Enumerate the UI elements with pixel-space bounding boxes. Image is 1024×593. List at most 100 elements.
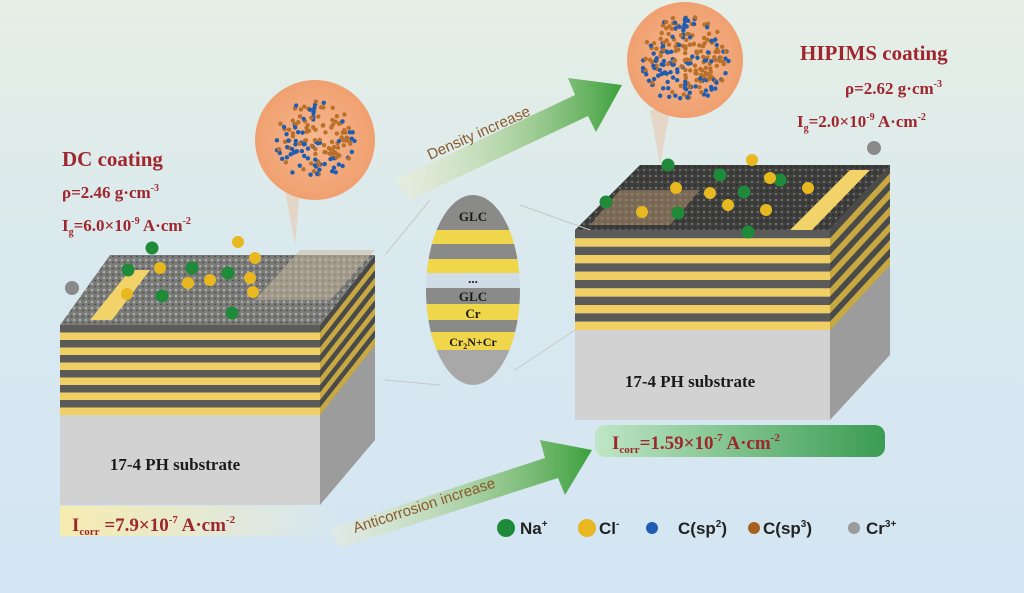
na-ion <box>225 306 239 320</box>
carbon-atom <box>685 95 690 100</box>
carbon-atom <box>684 37 689 43</box>
cl-ion <box>802 182 814 194</box>
carbon-atom <box>309 115 314 120</box>
carbon-atom <box>336 162 342 167</box>
na-ion <box>221 266 235 280</box>
cl-ion <box>722 199 734 211</box>
dc-density: ρ=2.46 g·cm-3 <box>62 183 159 202</box>
ions <box>65 141 881 320</box>
carbon-atom <box>296 120 301 125</box>
carbon-atom <box>705 21 711 26</box>
carbon-atom <box>283 160 289 165</box>
carbon-atom <box>672 20 678 25</box>
carbon-atom <box>313 157 318 162</box>
dc-layer <box>60 355 320 363</box>
carbon-atom <box>666 31 671 37</box>
carbon-atom <box>670 15 676 21</box>
carbon-atom <box>320 122 326 128</box>
carbon-atom <box>698 76 703 81</box>
hipims-layer <box>575 271 830 280</box>
carbon-atom <box>698 49 704 54</box>
cl-ion <box>121 288 133 300</box>
carbon-atom <box>342 112 347 117</box>
na-ion <box>121 263 135 277</box>
carbon-atom <box>694 51 700 56</box>
carbon-atom <box>309 143 314 149</box>
carbon-atom <box>693 68 698 73</box>
carbon-atom <box>331 165 337 170</box>
carbon-atom <box>640 65 646 71</box>
carbon-atom <box>683 15 688 21</box>
hipims-structure-bubble <box>627 2 743 165</box>
carbon-atom <box>290 170 295 175</box>
carbon-atom <box>669 49 674 55</box>
carbon-atom <box>709 38 714 44</box>
carbon-atom <box>723 49 728 54</box>
hipims-layer <box>575 288 830 297</box>
cl-ion <box>760 204 772 216</box>
carbon-atom <box>329 139 335 145</box>
carbon-atom <box>334 113 340 119</box>
cr-ion <box>65 281 79 295</box>
carbon-atom <box>658 36 663 41</box>
carbon-atom <box>302 104 307 109</box>
dc-icorr-glow <box>60 506 340 536</box>
carbon-atom <box>297 141 302 146</box>
dc-layer <box>60 392 320 400</box>
carbon-atom <box>330 105 335 111</box>
na-ion <box>155 289 169 303</box>
carbon-atom <box>670 89 675 95</box>
carbon-atom <box>304 129 309 134</box>
dc-layer <box>60 385 320 393</box>
carbon-atom <box>651 76 657 82</box>
carbon-atom <box>330 122 336 127</box>
carbon-atom <box>313 99 319 104</box>
carbon-atom <box>650 80 655 85</box>
carbon-atom <box>665 79 670 85</box>
carbon-atom <box>328 156 333 162</box>
carbon-atom <box>308 161 314 166</box>
carbon-atom <box>702 41 707 46</box>
carbon-atom <box>714 46 720 52</box>
carbon-atom <box>703 58 709 63</box>
carbon-atom <box>341 143 347 148</box>
carbon-atom <box>719 78 725 83</box>
carbon-atom <box>673 93 678 98</box>
carbon-atom <box>705 37 710 43</box>
carbon-atom <box>349 149 355 155</box>
dc-structure-bubble <box>255 80 375 245</box>
hipims-density: ρ=2.62 g·cm-3 <box>845 79 942 98</box>
carbon-atom <box>658 53 663 58</box>
hipims-icorr: Icorr=1.59×10-7 A·cm-2 <box>612 432 780 456</box>
carbon-atom <box>675 69 680 75</box>
carbon-atom <box>686 61 691 66</box>
carbon-atom <box>647 57 653 62</box>
cl-ion <box>249 252 261 264</box>
carbon-atom <box>669 26 674 31</box>
hipims-layer <box>575 296 830 305</box>
carbon-atom <box>721 61 727 66</box>
carbon-atom <box>659 62 664 67</box>
carbon-atom <box>284 155 290 160</box>
dc-ig: Ig=6.0×10-9 A·cm-2 <box>62 216 191 238</box>
carbon-atom <box>305 123 310 128</box>
carbon-atom <box>667 94 672 100</box>
carbon-atom <box>336 138 342 144</box>
cl-ion <box>764 172 776 184</box>
carbon-atom <box>305 146 311 151</box>
carbon-atom <box>284 144 290 150</box>
hipims-substrate-label: 17-4 PH substrate <box>625 372 756 391</box>
carbon-atom <box>308 172 313 177</box>
carbon-atom <box>651 41 657 46</box>
hipims-layer <box>575 263 830 272</box>
carbon-atom <box>644 72 649 77</box>
na-ion <box>145 241 159 255</box>
carbon-atom <box>664 71 669 76</box>
carbon-atom <box>348 141 353 146</box>
carbon-atom <box>695 55 700 60</box>
hipims-layer <box>575 255 830 264</box>
carbon-atom <box>684 24 689 29</box>
carbon-atom <box>291 150 296 155</box>
carbon-atom <box>665 50 670 55</box>
carbon-atom <box>670 75 676 80</box>
